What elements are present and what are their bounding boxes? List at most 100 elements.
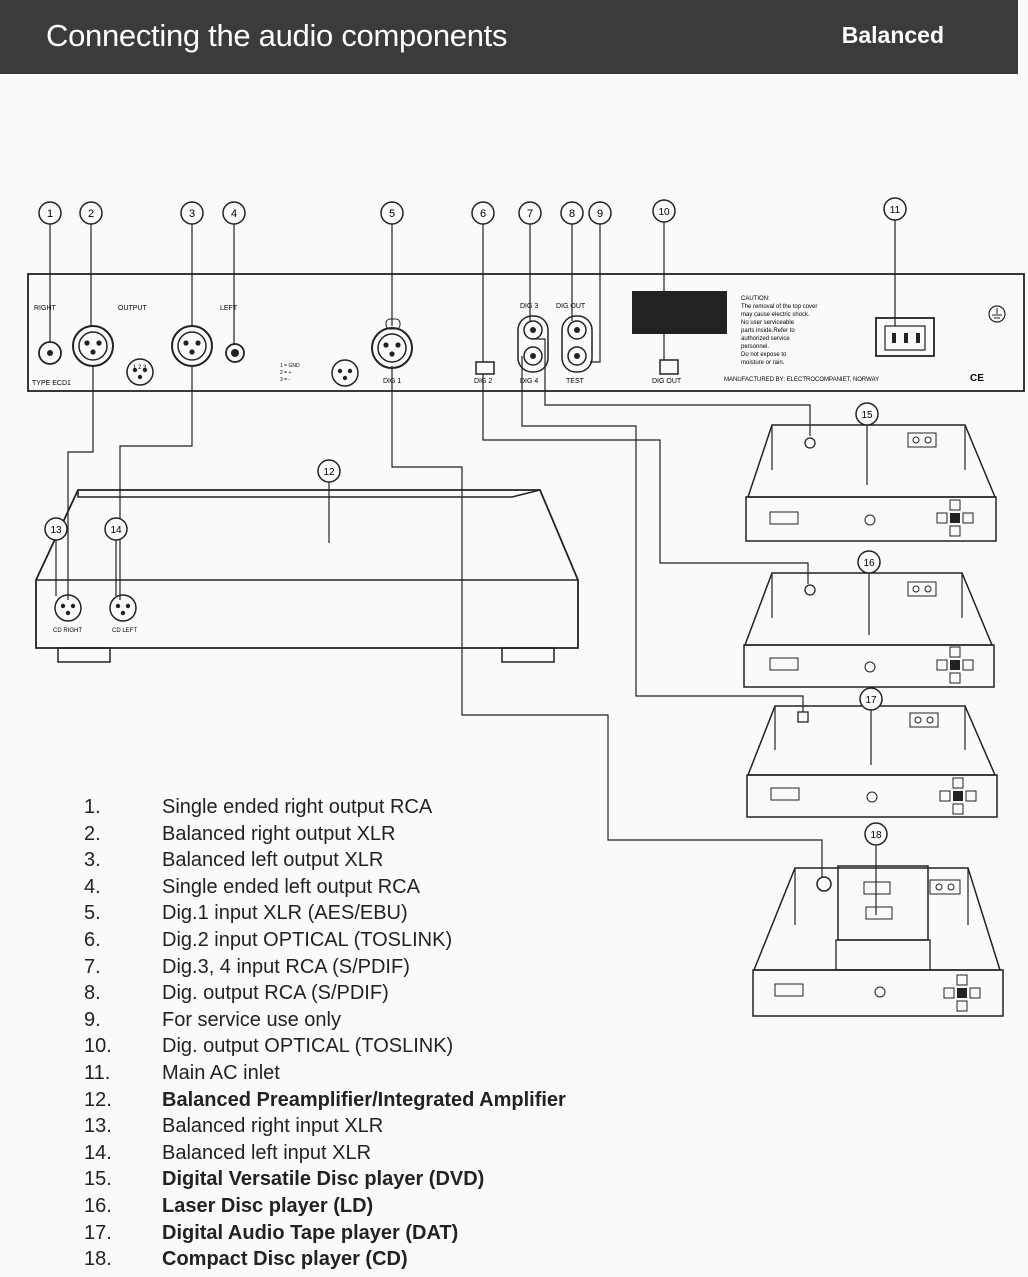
legend-item: 14. Balanced left input XLR [84, 1140, 566, 1167]
right-label: RIGHT [34, 305, 57, 312]
caution-line-2: The removal of the top cover [741, 304, 817, 310]
callout-9: 9 [588, 201, 612, 225]
rca-left-output [225, 343, 245, 363]
svg-text:1: 1 [47, 208, 53, 220]
legend-number: 4. [84, 875, 101, 898]
caution-line-1: CAUTION: [741, 296, 770, 302]
legend-item: 7. Dig.3, 4 input RCA (S/PDIF) [84, 954, 566, 981]
legend-item: 5.Dig.1 input XLR (AES/EBU) [84, 900, 566, 927]
caution-line-6: authorized service [741, 336, 790, 342]
legend-number: 2. [84, 822, 101, 845]
legend-item: 1.Single ended right output RCA [84, 794, 566, 821]
callout-5: 5 [380, 201, 404, 225]
dvd-player [745, 424, 997, 542]
callout-leaders [49, 220, 896, 363]
callout-7: 7 [518, 201, 542, 225]
test-label: TEST [566, 378, 585, 385]
optical-dig-output [659, 359, 679, 375]
serial-plate [632, 291, 727, 334]
legend-description: Balanced left input XLR [162, 1141, 372, 1164]
legend-number: 17. [84, 1221, 112, 1244]
legend-item: 18.Compact Disc player (CD) [84, 1246, 566, 1273]
legend-description: Balanced Preamplifier/Integrated Amplifi… [162, 1088, 566, 1111]
callout-markers: 1 2 3 4 5 6 7 8 9 10 11 12 13 14 15 16 1… [38, 197, 907, 846]
svg-text:11: 11 [890, 205, 901, 216]
output-label: OUTPUT [118, 305, 148, 312]
type-label: TYPE ECD1 [32, 380, 71, 387]
optical-dig2-input [475, 361, 495, 375]
amplifier: CD RIGHT CD LEFT [35, 482, 579, 663]
svg-text:18: 18 [870, 830, 882, 841]
legend-description: Balanced right input XLR [162, 1115, 384, 1138]
legend-description: Compact Disc player (CD) [162, 1248, 408, 1271]
legend-item: 13. Balanced right input XLR [84, 1113, 566, 1140]
xlr-pins-label: 1 2 3 [133, 365, 147, 371]
rca-test [567, 346, 587, 366]
callout-11: 11 [883, 197, 907, 221]
legend-item: 16. Laser Disc player (LD) [84, 1193, 566, 1220]
legend-number: 10. [84, 1035, 112, 1058]
dig4-label: DIG 4 [520, 378, 538, 385]
legend-item: 15. Digital Versatile Disc player (DVD) [84, 1166, 566, 1193]
legend-description: Single ended left output RCA [162, 875, 420, 898]
legend-description: Balanced right output XLR [162, 822, 396, 845]
callout-2: 2 [79, 201, 103, 225]
cables [67, 338, 823, 878]
legend-number: 1. [84, 796, 101, 818]
legend-description: Laser Disc player (LD) [162, 1194, 374, 1217]
legend-item: 6.Dig.2 input OPTICAL (TOSLINK) [84, 927, 566, 954]
caution-line-4: No user serviceable [741, 320, 795, 326]
pin-legend-3: 3 = - [280, 377, 290, 383]
caution-line-5: parts inside.Refer to [741, 328, 795, 334]
rear-panel: RIGHT OUTPUT LEFT TYPE ECD1 1 2 3 1 = GN… [27, 273, 1025, 392]
callout-3: 3 [180, 201, 204, 225]
legend-number: 7. [84, 955, 101, 978]
ce-mark: CE [970, 373, 984, 384]
legend-number: 15. [84, 1168, 112, 1191]
dig-out-opt-label: DIG OUT [652, 378, 682, 385]
callout-8: 8 [560, 201, 584, 225]
svg-text:16: 16 [863, 558, 875, 569]
legend-item: 17. Digital Audio Tape player (DAT) [84, 1220, 566, 1247]
legend-description: Digital Audio Tape player (DAT) [162, 1221, 459, 1244]
dat-player [746, 705, 998, 818]
callout-10: 10 [652, 199, 676, 223]
legend-description: Digital Versatile Disc player (DVD) [162, 1168, 485, 1191]
legend-description: Dig.2 input OPTICAL (TOSLINK) [162, 928, 453, 951]
legend-number: 16. [84, 1194, 112, 1217]
svg-text:10: 10 [658, 207, 670, 218]
legend-item: 8.Dig. output RCA (S/PDIF) [84, 980, 566, 1007]
caution-line-7: personnel. [741, 344, 769, 350]
callout-15: 15 [855, 402, 879, 426]
manufacturer-label: MANUFACTURED BY: ELECTROCOMPANIET, NORWA… [724, 377, 879, 383]
callout-4: 4 [222, 201, 246, 225]
legend-number: 13. [84, 1115, 112, 1138]
section-tag: Balanced [841, 22, 944, 48]
legend-item: 12. Balanced Preamplifier/Integrated Ampl… [84, 1087, 566, 1114]
svg-text:13: 13 [50, 525, 62, 536]
legend-number: 12. [84, 1088, 112, 1111]
legend-item: 4. Single ended left output RCA [84, 874, 566, 901]
legend-number: 14. [84, 1141, 112, 1164]
legend-item: 3.Balanced left output XLR [84, 847, 566, 874]
callout-12: 12 [317, 459, 341, 483]
svg-text:14: 14 [110, 525, 122, 536]
legend-number: 8. [84, 982, 101, 1005]
legend-description: Balanced left output XLR [162, 849, 384, 872]
caution-line-9: moisture or rain. [741, 360, 785, 366]
legend-item: 2. Balanced right output XLR [84, 821, 566, 848]
svg-text:7: 7 [527, 208, 533, 220]
callout-14: 14 [104, 517, 128, 541]
ld-player [743, 572, 995, 688]
callout-6: 6 [471, 201, 495, 225]
caution-line-3: may cause electric shock. [741, 312, 810, 318]
svg-text:8: 8 [569, 208, 575, 220]
svg-text:3: 3 [189, 208, 195, 220]
callout-18: 18 [864, 822, 888, 846]
legend-description: Dig.3, 4 input RCA (S/PDIF) [162, 955, 410, 978]
callout-16: 16 [857, 550, 881, 574]
legend-item: 11.Main AC inlet [84, 1060, 566, 1087]
xlr-right-output [72, 325, 114, 367]
